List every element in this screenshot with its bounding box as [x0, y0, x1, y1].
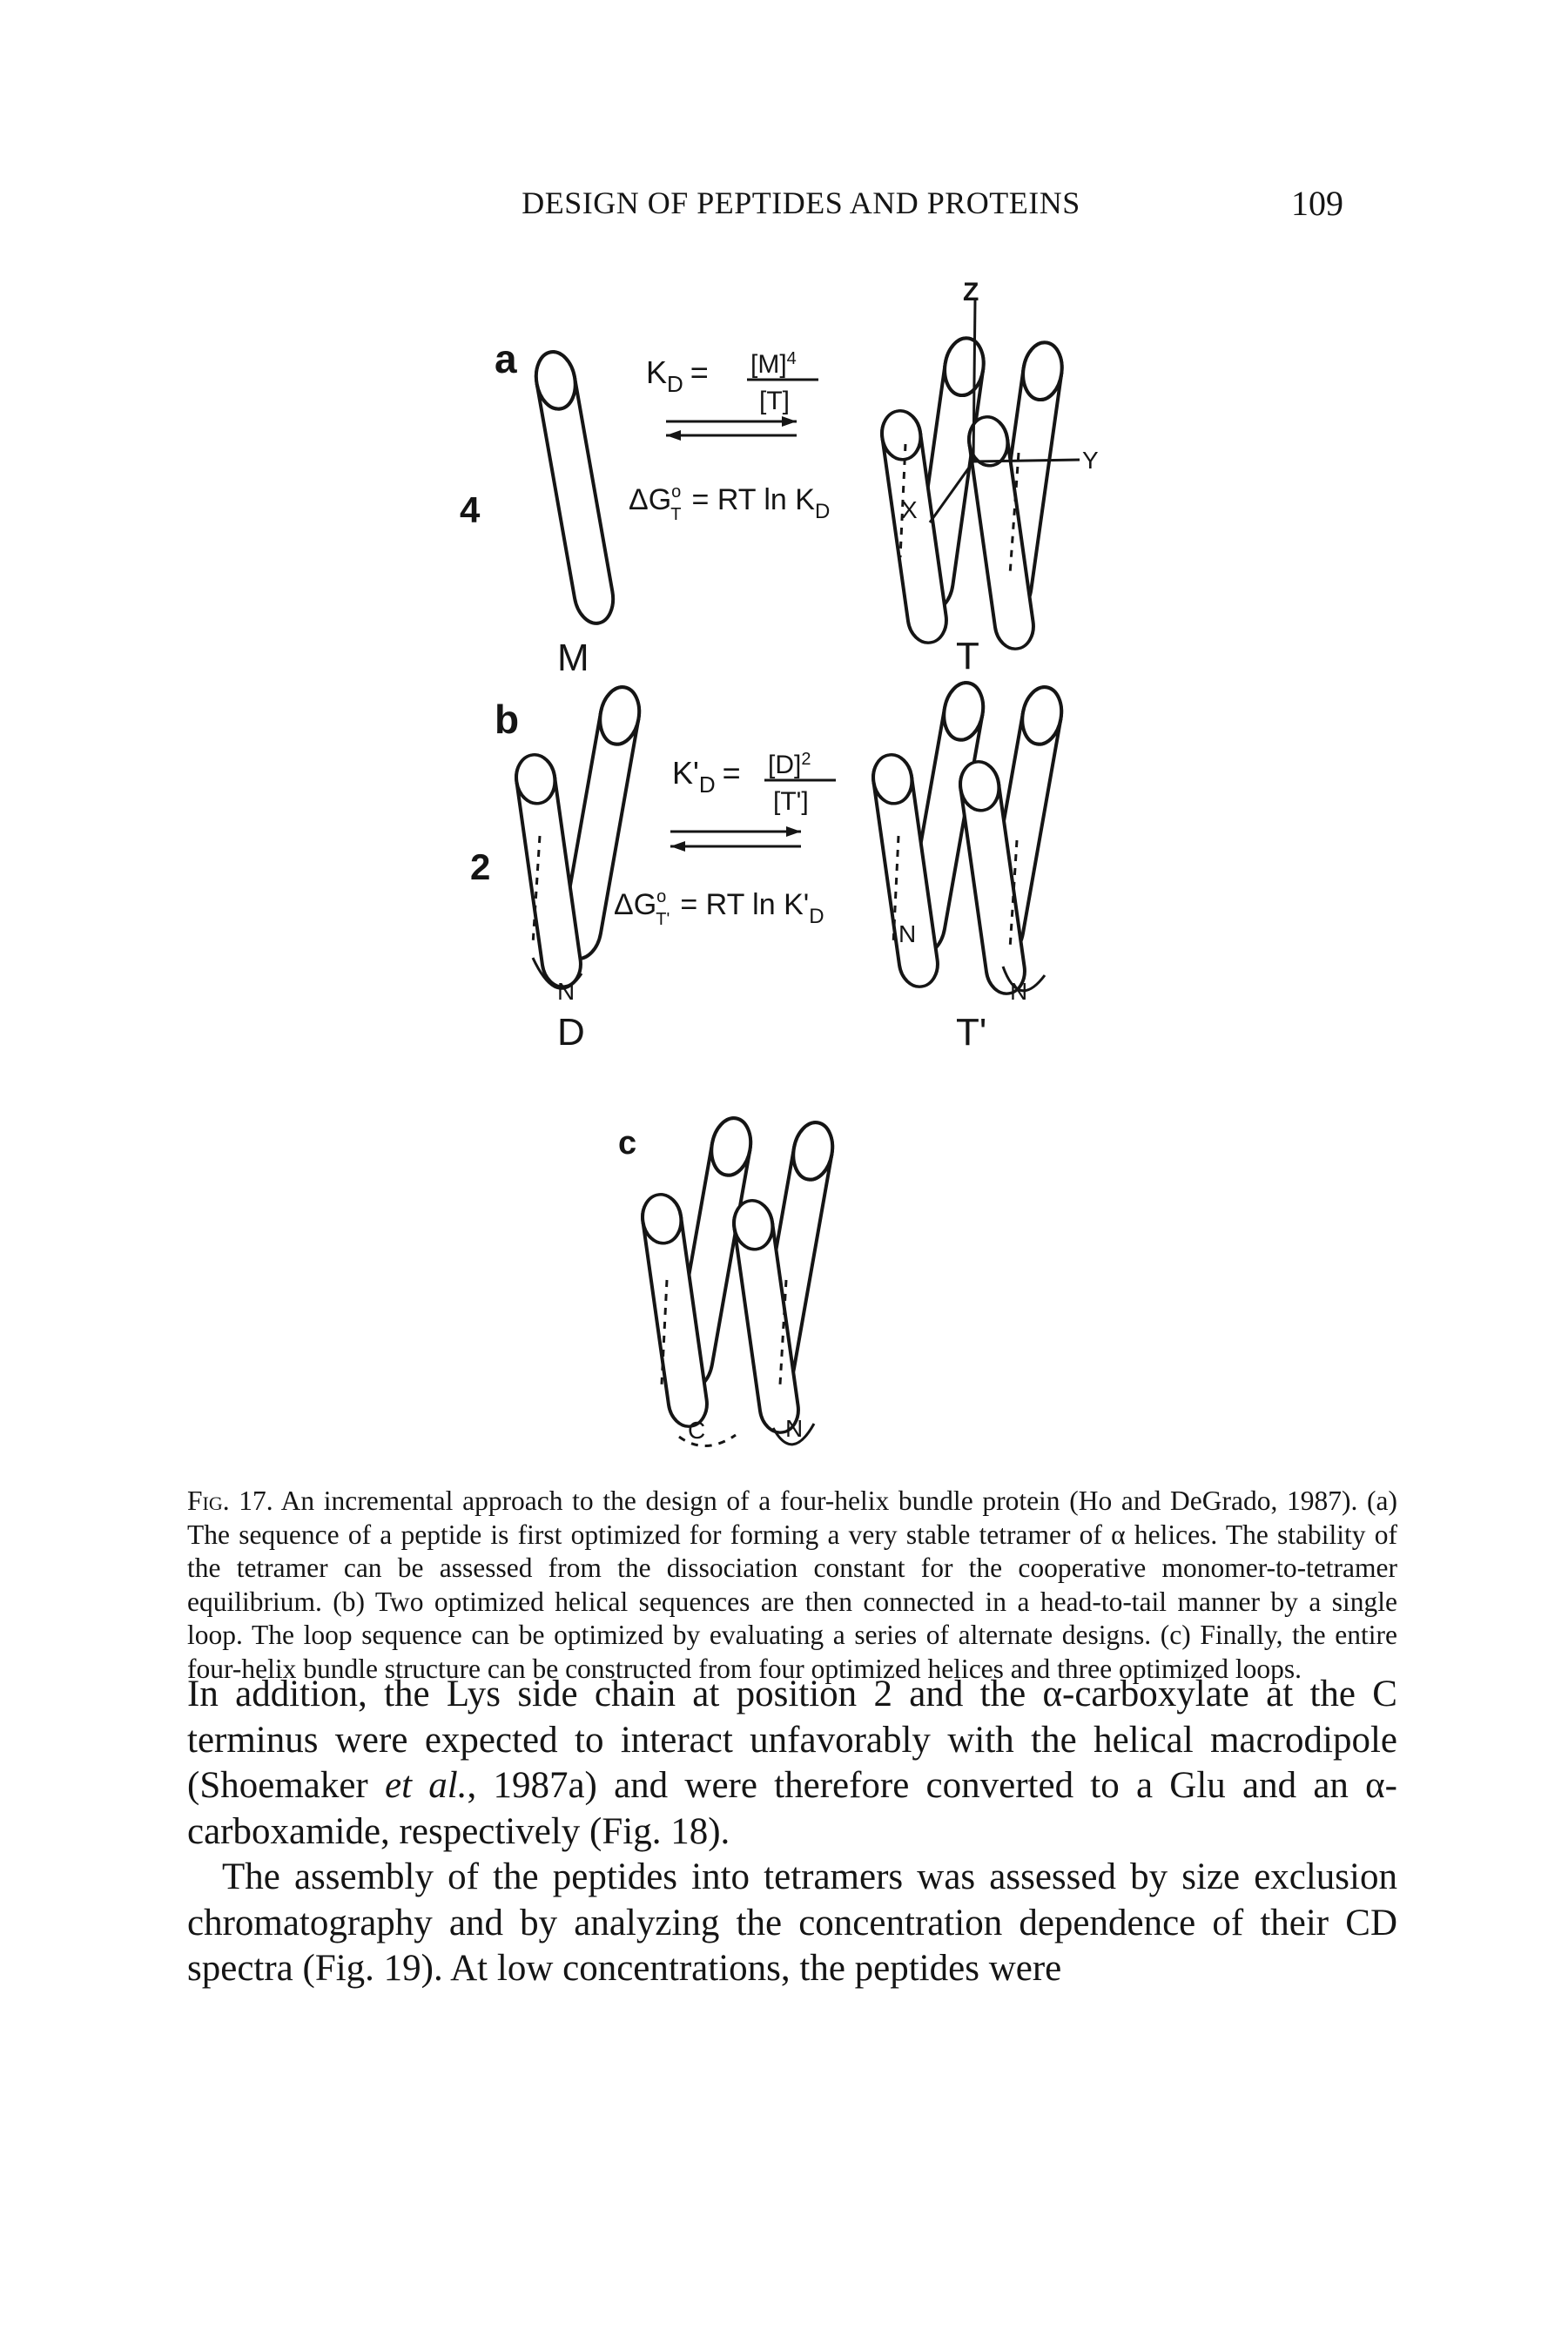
bundle-n-terminus: N	[785, 1415, 803, 1442]
panel-b-label: b	[495, 697, 519, 742]
paragraph-1: In addition, the Lys side chain at posit…	[187, 1674, 1397, 1852]
equilibrium-arrows-a	[666, 416, 797, 441]
monomer-helix	[529, 347, 620, 629]
svg-text:K'D=: K'D=	[672, 755, 741, 798]
running-head: DESIGN OF PEPTIDES AND PROTEINS	[522, 185, 1080, 220]
svg-text:[T]: [T]	[759, 387, 790, 415]
page-number: 109	[1291, 184, 1343, 223]
tetramer-bundle-b	[868, 677, 1068, 999]
panel-b-kd-expression: K'D= [D]2 [T']	[672, 750, 836, 816]
axis-y-label: Y	[1082, 447, 1099, 474]
panel-c-label: c	[618, 1125, 636, 1162]
svg-text:[T']: [T']	[773, 787, 809, 816]
panel-a-kd-expression: KD= [M]4 [T]	[646, 349, 818, 415]
four-helix-bundle-c	[637, 1113, 839, 1447]
paragraph-2: The assembly of the peptides into tetram…	[187, 1856, 1397, 1989]
axis-x-label: X	[901, 496, 918, 523]
monomer-label: M	[557, 637, 589, 679]
tetramer-b-outer-n: N	[1010, 978, 1027, 1005]
tetramer-label: T	[956, 635, 979, 677]
svg-text:KD=: KD=	[646, 354, 709, 397]
dimer-label: D	[557, 1011, 585, 1054]
panel-a-count: 4	[460, 489, 481, 530]
panel-b-count: 2	[470, 846, 490, 887]
tetramer-b-inner-n: N	[898, 920, 916, 947]
caption-text: An incremental approach to the design of…	[187, 1485, 1397, 1684]
tetramer-prime-label: T'	[956, 1011, 986, 1054]
panel-a-label: a	[495, 336, 517, 381]
svg-text:[D]2: [D]2	[768, 750, 811, 779]
dimer-helices	[511, 682, 646, 992]
bundle-c-terminus: C	[688, 1417, 705, 1444]
dimer-n-terminus: N	[557, 978, 575, 1005]
axis-z-label: Z	[963, 278, 979, 307]
figure-number: Fig. 17.	[187, 1485, 273, 1516]
equilibrium-arrows-b	[670, 826, 801, 852]
body-text: In addition, the Lys side chain at posit…	[187, 1672, 1397, 1992]
svg-text:[M]4: [M]4	[750, 349, 797, 379]
figure-caption: Fig. 17. An incremental approach to the …	[187, 1485, 1397, 1686]
tetramer-bundle-a	[877, 300, 1080, 654]
